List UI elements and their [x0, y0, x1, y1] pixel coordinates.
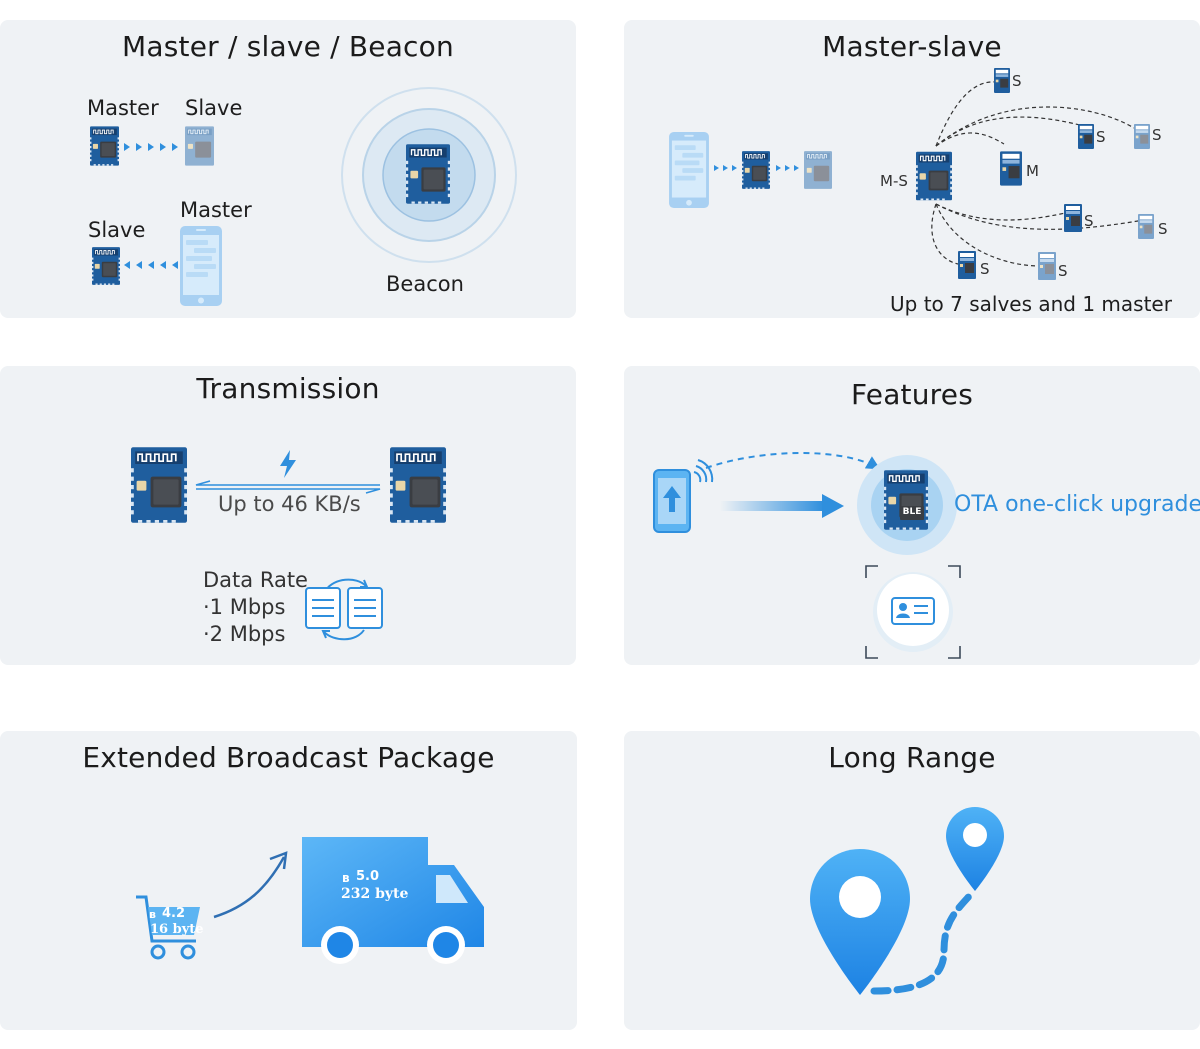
ota-label: OTA one-click upgrade	[954, 492, 1200, 517]
ble-label-bg	[900, 506, 924, 520]
s-label: S	[1158, 220, 1168, 238]
caption: Up to 7 salves and 1 master	[890, 292, 1172, 316]
panel-title: Master / slave / Beacon	[122, 30, 454, 63]
id-card-scan-icon	[865, 565, 961, 659]
ble-module-icon	[884, 470, 928, 530]
master-label: Master	[180, 198, 252, 222]
panel-master-slave: Master-slave M-S S S S M S S S S Up to 7…	[624, 20, 1200, 318]
phone-icon	[180, 226, 222, 306]
panel-master-slave-beacon: Master / slave / Beacon Master Slave Sla…	[0, 20, 576, 318]
s-label: S	[1084, 212, 1094, 230]
slave-module-icon	[1134, 124, 1150, 149]
beacon-label: Beacon	[386, 272, 464, 296]
truck-size: 232 byte	[341, 886, 409, 902]
s-label: S	[1152, 126, 1162, 144]
beacon-module-icon	[406, 144, 450, 204]
large-location-pin-icon	[810, 849, 910, 995]
dotted-arrow-icon	[124, 143, 178, 151]
shopping-cart-icon	[136, 895, 200, 960]
speed-label: Up to 46 KB/s	[218, 492, 361, 516]
cart-bluetooth-icon: ʙ	[149, 908, 156, 921]
document-sync-icon	[305, 578, 383, 641]
slave-module-icon	[1064, 204, 1082, 232]
panel-title: Long Range	[828, 741, 996, 774]
s-label: S	[1012, 72, 1022, 90]
panel-title: Features	[851, 378, 973, 411]
m-s-label: M-S	[880, 172, 908, 190]
m-label: M	[1026, 162, 1039, 180]
slave-module-icon	[185, 126, 214, 166]
master-slave-module-icon	[916, 148, 952, 204]
master-module-icon	[1000, 150, 1022, 187]
slave-module-icon	[1138, 214, 1154, 239]
dotted-arrow-icon	[776, 165, 799, 171]
phone-upgrade-icon	[653, 459, 714, 533]
curved-arrow	[213, 851, 288, 919]
slave-label: Slave	[88, 218, 146, 242]
s-label: S	[1058, 262, 1068, 280]
data-rate-title: Data Rate	[203, 568, 308, 592]
truck-icon	[302, 837, 484, 964]
ble-chip-text: BLE	[902, 507, 922, 517]
panel-title: Transmission	[196, 372, 380, 405]
module-icon	[131, 444, 187, 526]
small-location-pin-icon	[946, 807, 1004, 891]
double-arrow-icon	[195, 480, 381, 494]
rate-1: ·1 Mbps	[203, 595, 286, 619]
rate-2: ·2 Mbps	[203, 622, 286, 646]
master-label: Master	[87, 96, 159, 120]
panel-features: Features BLE OTA one-click upgrade	[624, 366, 1200, 665]
slave-module-icon	[958, 250, 976, 280]
truck-version: 5.0	[356, 869, 380, 884]
panel-title: Master-slave	[822, 30, 1002, 63]
lightning-icon	[280, 450, 296, 478]
module-icon	[390, 444, 446, 526]
cart-version: 4.2	[162, 906, 186, 921]
slave-module-icon	[994, 68, 1010, 93]
slave-module-icon	[92, 246, 120, 286]
upgrade-arrow	[720, 494, 844, 518]
panel-long-range: Long Range	[624, 731, 1200, 1030]
dashed-arrow	[705, 452, 881, 470]
s-label: S	[980, 260, 990, 278]
cart-size: 16 byte	[150, 922, 204, 937]
connection-lines	[931, 81, 1145, 267]
master-module-icon	[90, 126, 119, 166]
panel-transmission: Transmission Up to 46 KB/s Data Rate ·1 …	[0, 366, 576, 665]
slave-module-icon	[1038, 252, 1056, 280]
slave-label: Slave	[185, 96, 243, 120]
s-label: S	[1096, 128, 1106, 146]
dotted-arrow-icon	[714, 165, 737, 171]
slave-module-icon	[1078, 124, 1094, 149]
truck-bluetooth-icon: ʙ	[342, 871, 350, 885]
route-path	[870, 889, 976, 995]
panel-title: Extended Broadcast Package	[82, 741, 495, 774]
panel-extended-broadcast: Extended Broadcast Package ʙ 4.2 16 byte…	[0, 731, 577, 1030]
dotted-arrow-icon	[124, 261, 178, 269]
